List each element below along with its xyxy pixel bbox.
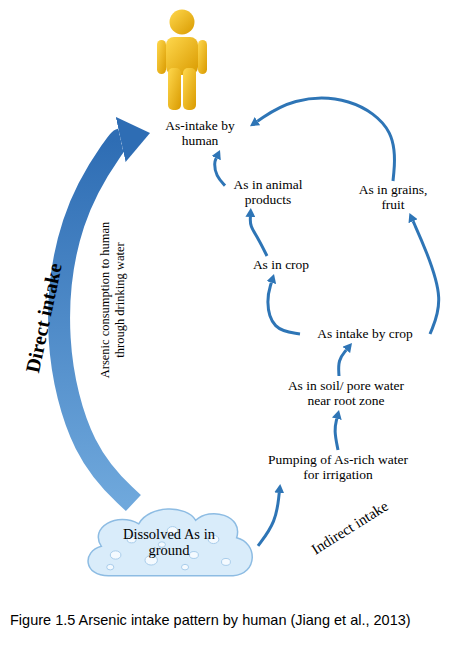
process-text: Pumping of As-rich water for irrigation (262, 450, 414, 484)
flow-arrow (215, 158, 225, 185)
person-arm (157, 40, 166, 74)
water-bubble (107, 564, 114, 570)
flow-arrow (268, 283, 300, 334)
connector-group (59, 98, 439, 546)
figure-caption: Figure 1.5 Arsenic intake pattern by hum… (10, 612, 411, 628)
node-text: As intake by crop (317, 326, 413, 341)
process-text: As-intake by human (150, 116, 250, 150)
water-bubble (189, 552, 198, 559)
node-text: As in animal products (225, 177, 311, 207)
flow-arrow (258, 493, 279, 546)
flow-arrow (257, 98, 394, 181)
person-arm (198, 40, 207, 74)
person-icon (157, 10, 207, 111)
cloud-shape (88, 509, 252, 576)
process-text: As in soil/ pore water near root zone (276, 376, 416, 410)
flow-arrow (413, 221, 439, 334)
water-bubble (181, 564, 188, 570)
path-annotation: Indirect intake (295, 489, 406, 567)
node-text: As-intake by human (150, 118, 250, 148)
node-text: Pumping of As-rich water for irrigation (262, 452, 414, 482)
process-text: As in grains, fruit (352, 181, 434, 213)
direct-intake-arrow (59, 139, 133, 503)
process-text: As in crop (246, 256, 316, 274)
flow-arrow (335, 419, 338, 450)
process-text: As intake by crop (300, 325, 430, 343)
process-text: As in animal products (225, 176, 311, 208)
flow-arrow (339, 350, 347, 376)
water-bubble (110, 551, 121, 559)
water-bubble (222, 558, 231, 565)
person-leg (183, 68, 196, 110)
node-text: As in soil/ pore water near root zone (276, 378, 416, 408)
arrow-annotation: Arsenic consumption to human through dri… (98, 211, 128, 389)
node-text: As in crop (253, 257, 309, 272)
person-head (170, 10, 195, 35)
node-text: Dissolved As in ground (123, 526, 215, 558)
flow-arrow (250, 217, 267, 256)
groundwater-cloud: Dissolved As in ground (80, 503, 258, 581)
node-text: As in grains, fruit (352, 182, 434, 212)
person-leg (168, 68, 181, 110)
